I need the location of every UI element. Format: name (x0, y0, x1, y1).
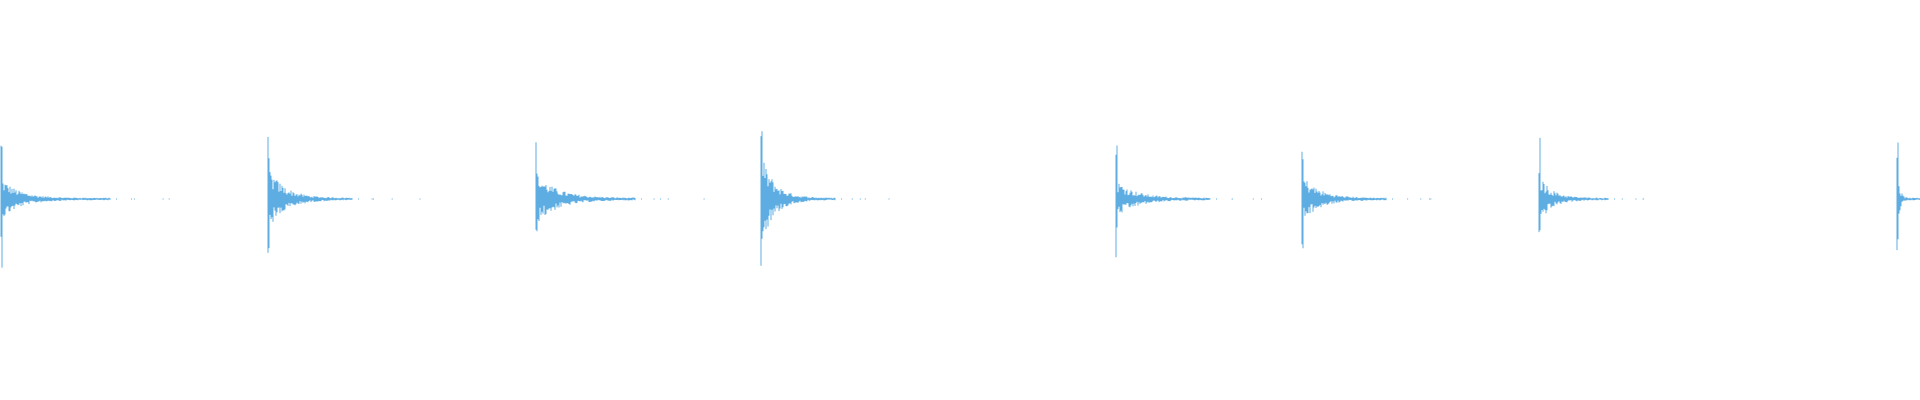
waveform-transient (760, 131, 890, 266)
waveform-transient-body (0, 145, 111, 268)
waveform-tail-sample (1420, 198, 1422, 200)
waveform-transient (1301, 151, 1432, 249)
waveform-tail-sample (168, 198, 170, 200)
waveform-transient-body (1301, 151, 1387, 249)
waveform-tail-sample (116, 198, 117, 200)
waveform-tail-sample (391, 198, 393, 200)
waveform-tail-sample (1621, 198, 1623, 200)
waveform-transient-body (1538, 137, 1609, 233)
waveform-tail-sample (419, 198, 421, 200)
waveform-tail-sample (703, 198, 705, 200)
waveform-tail-sample (1407, 198, 1409, 200)
waveform-transient-body (267, 136, 353, 253)
waveform-transient (0, 145, 170, 268)
waveform-tail-sample (841, 198, 842, 200)
waveform-transient (1538, 137, 1644, 233)
waveform-tail-sample (358, 198, 359, 200)
waveform-tail-sample (1635, 198, 1637, 200)
waveform-tail-sample (133, 198, 135, 200)
waveform-transient-body (535, 142, 636, 232)
waveform-tail-sample (859, 198, 861, 200)
waveform-transient (267, 136, 421, 253)
waveform-transient-body (1896, 142, 1920, 251)
waveform-tail-sample (864, 198, 866, 200)
waveform-tail-sample (1261, 198, 1262, 200)
waveform-tail-sample (641, 198, 642, 200)
waveform-tail-sample (851, 198, 853, 200)
waveform-tail-sample (131, 198, 132, 200)
waveform-tail-sample (1216, 198, 1217, 200)
waveform-tail-sample (888, 198, 890, 200)
waveform-transient-body (1115, 145, 1211, 258)
waveform-tail-sample (660, 198, 662, 200)
waveform-tail-sample (1430, 198, 1432, 200)
waveform-transient (1115, 145, 1262, 258)
waveform-tail-sample (162, 198, 164, 200)
waveform-tail-sample (1392, 198, 1393, 200)
waveform-tail-sample (653, 198, 655, 200)
waveform-tail-sample (1614, 198, 1615, 200)
waveform-transient-body (760, 131, 836, 266)
waveform-transient (535, 142, 705, 232)
waveform-tail-sample (1429, 198, 1431, 200)
waveform-tail-sample (373, 198, 374, 200)
waveform-transient (1896, 142, 1920, 251)
waveform-tail-sample (1231, 198, 1233, 200)
waveform-tail-sample (667, 198, 669, 200)
waveform-tail-sample (1252, 198, 1254, 200)
waveform-tail-sample (371, 198, 373, 200)
waveform-tail-sample (1642, 198, 1644, 200)
